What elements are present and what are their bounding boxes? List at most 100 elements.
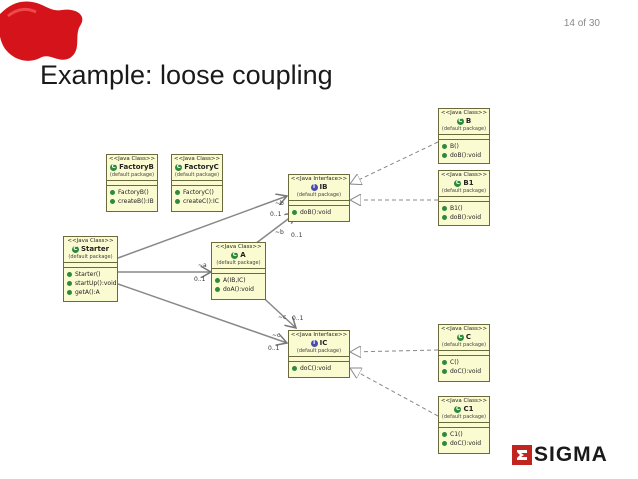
class-name: FactoryC	[184, 163, 219, 171]
operation: doC():void	[292, 364, 347, 373]
stereotype-label: <<Java Class>>	[440, 172, 488, 178]
edge-starter-ic	[117, 283, 287, 343]
stereotype-label: <<Java Interface>>	[290, 332, 348, 338]
edge-c-ic	[350, 350, 439, 352]
edge-label-a-ib-mult: 0..1	[291, 232, 303, 239]
edge-label-starter-ic-mult: 0..1	[268, 345, 280, 352]
operation: getA():A	[67, 288, 115, 297]
operation: createC():IC	[175, 197, 220, 206]
operation: B()	[442, 142, 487, 151]
method-icon	[442, 144, 447, 149]
operation: doB():void	[292, 208, 347, 217]
edge-b-ib	[350, 141, 439, 184]
stereotype-label: <<Java Class>>	[67, 238, 114, 244]
sigma-logo-mark	[512, 445, 532, 465]
stereotype-label: <<Java Class>>	[173, 156, 221, 162]
edge-c1-ic	[350, 368, 439, 417]
class-icon: C	[71, 245, 79, 253]
stereotype-label: <<Java Class>>	[440, 326, 488, 332]
red-splash-decoration	[0, 1, 83, 61]
class-icon: C	[175, 163, 183, 171]
method-icon	[442, 215, 447, 220]
method-icon	[67, 290, 72, 295]
method-icon	[215, 278, 220, 283]
stereotype-label: <<Java Class>>	[440, 398, 488, 404]
class-icon: C	[231, 251, 239, 259]
method-icon	[175, 190, 180, 195]
stereotype-label: <<Java Class>>	[108, 156, 156, 162]
slide-title: Example: loose coupling	[40, 60, 333, 90]
sigma-logo: SIGMA	[512, 442, 622, 468]
package-label: (default package)	[441, 126, 487, 132]
operation: C()	[442, 358, 487, 367]
operation: startUp():void	[67, 279, 117, 288]
edge-starter-ib	[117, 196, 287, 259]
package-label: (default package)	[296, 348, 342, 354]
operation: B1()	[442, 204, 487, 213]
class-name: IB	[319, 183, 328, 191]
package-label: (default package)	[174, 172, 220, 178]
operation: A(IB,IC)	[215, 276, 263, 285]
class-name: B	[465, 117, 472, 125]
class-icon: C	[454, 405, 462, 413]
edge-label-a-ic-mult: 0..1	[292, 315, 304, 322]
operation: FactoryB()	[110, 188, 155, 197]
stereotype-label: <<Java Interface>>	[290, 176, 348, 182]
class-name: B1	[463, 179, 474, 187]
method-icon	[442, 369, 447, 374]
stereotype-label: <<Java Class>>	[440, 110, 488, 116]
package-label: (default package)	[109, 172, 155, 178]
edge-label-a-ic-role: ~c	[278, 314, 287, 321]
operation: doB():void	[442, 151, 487, 160]
method-icon	[442, 441, 447, 446]
operation: doC():void	[442, 439, 487, 448]
page-indicator: 14 of 30	[563, 18, 600, 29]
method-icon	[292, 366, 297, 371]
operation: createB():IB	[110, 197, 155, 206]
method-icon	[110, 199, 115, 204]
method-icon	[442, 360, 447, 365]
package-label: (default package)	[441, 188, 487, 194]
method-icon	[215, 287, 220, 292]
class-icon: C	[454, 179, 462, 187]
operation: doB():void	[442, 213, 487, 222]
interface-icon: I	[310, 183, 318, 191]
edge-label-a-ib-role: ~b	[275, 229, 284, 236]
method-icon	[67, 272, 72, 277]
edge-label-starter-ib-mult: 0..1	[270, 211, 282, 218]
class-name: C	[465, 333, 472, 341]
package-label: (default package)	[441, 414, 487, 420]
edge-label-starter-a-role: ~a	[198, 262, 207, 269]
class-name: A	[240, 251, 246, 259]
package-label: (default package)	[441, 342, 487, 348]
method-icon	[442, 206, 447, 211]
class-icon: C	[110, 163, 118, 171]
operation: Starter()	[67, 270, 115, 279]
operation: doA():void	[215, 285, 263, 294]
package-label: (default package)	[216, 260, 261, 266]
interface-icon: I	[310, 339, 318, 347]
method-icon	[175, 199, 180, 204]
edge-label-starter-ic-role: ~c	[272, 332, 281, 339]
edge-label-starter-a-mult: 0..1	[194, 276, 206, 283]
method-icon	[110, 190, 115, 195]
sigma-logo-text: SIGMA	[534, 443, 608, 466]
class-name: IC	[319, 339, 328, 347]
stereotype-label: <<Java Class>>	[215, 244, 262, 250]
method-icon	[67, 281, 72, 286]
class-icon: C	[456, 117, 464, 125]
package-label: (default package)	[68, 254, 113, 260]
edge-label-starter-ib-role: ~b	[275, 200, 284, 207]
operation: C1()	[442, 430, 487, 439]
class-icon: C	[456, 333, 464, 341]
